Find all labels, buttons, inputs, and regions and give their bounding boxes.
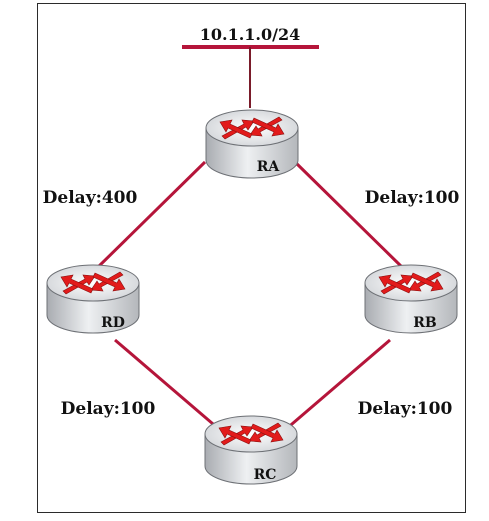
link-rd-rc [114, 338, 221, 432]
link-ra-rd [93, 160, 207, 272]
router-ra-label: RA [257, 159, 281, 175]
router-rd-label: RD [101, 315, 125, 331]
router-rb[interactable]: RB [364, 264, 458, 334]
link-ra-rd-delay-label: Delay:400 [43, 188, 138, 208]
router-rd[interactable]: RD [46, 264, 140, 334]
router-icon [46, 264, 140, 334]
router-icon [205, 109, 299, 179]
diagram-frame [37, 3, 466, 513]
router-icon [364, 264, 458, 334]
subnet-label: 10.1.1.0/24 [200, 25, 300, 44]
router-rc[interactable]: RC [204, 415, 298, 485]
link-ra-rb-delay-label: Delay:100 [365, 188, 460, 208]
router-rc-label: RC [254, 467, 277, 483]
router-icon [204, 415, 298, 485]
link-rb-rc [284, 338, 391, 432]
router-ra[interactable]: RA [205, 109, 299, 179]
link-rb-rc-delay-label: Delay:100 [358, 399, 453, 419]
link-ra-rb [293, 160, 407, 272]
link-rd-rc-delay-label: Delay:100 [61, 399, 156, 419]
router-rb-label: RB [413, 315, 437, 331]
